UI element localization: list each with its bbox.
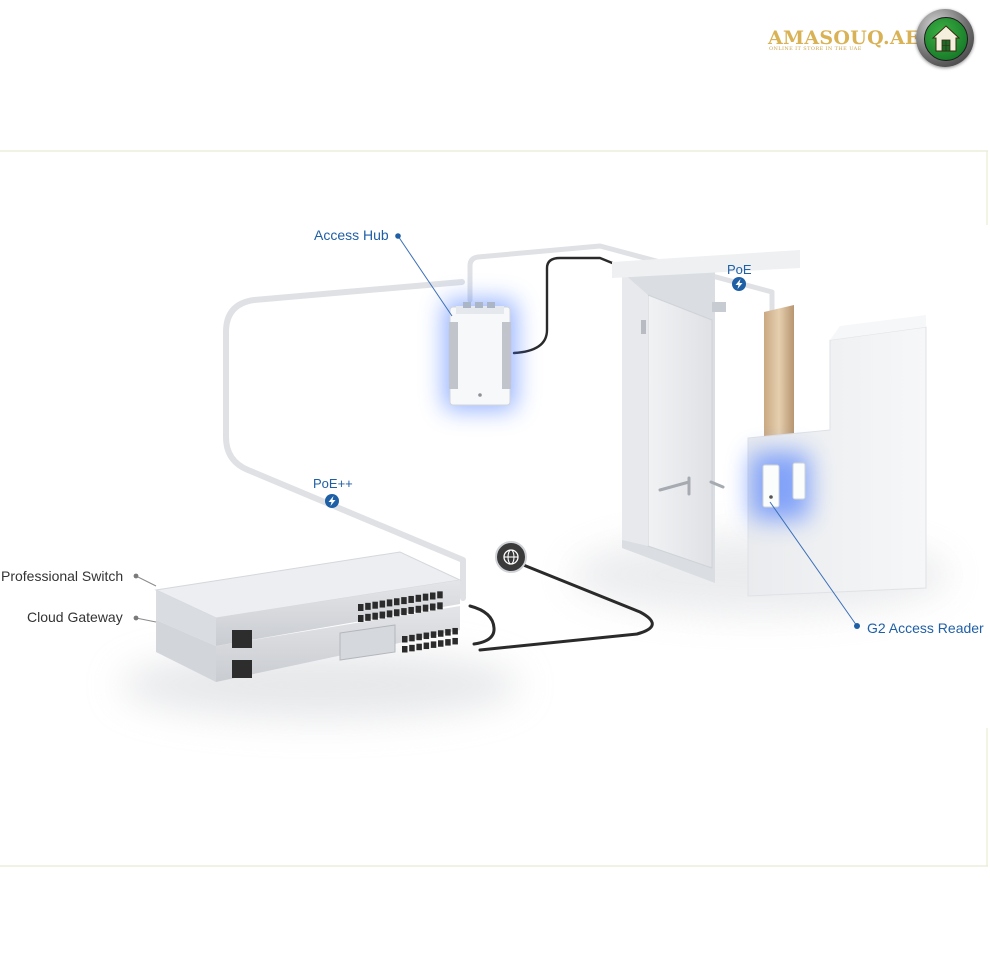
poe-label: PoE [727, 262, 752, 277]
port [438, 640, 444, 647]
port [358, 615, 364, 622]
port [430, 604, 436, 611]
door-panel [648, 295, 712, 568]
port [452, 628, 458, 635]
lightning-bolt-icon [732, 277, 746, 291]
port [452, 638, 458, 645]
port [424, 643, 430, 650]
access-hub-device [444, 300, 516, 410]
poe-plus-cable [226, 282, 463, 598]
port [416, 644, 422, 651]
wood-jamb [764, 305, 794, 450]
port [445, 629, 451, 636]
port [372, 613, 378, 620]
port [358, 604, 364, 611]
port [402, 636, 408, 643]
port [394, 598, 400, 605]
lightning-bolt-icon [325, 494, 339, 508]
g2-reader-device [763, 465, 779, 507]
port [402, 646, 408, 653]
port [408, 607, 414, 614]
port [437, 602, 443, 609]
port [365, 603, 371, 610]
port [438, 630, 444, 637]
port [365, 614, 371, 621]
globe-icon [496, 542, 526, 572]
port [431, 631, 437, 638]
port [401, 608, 407, 615]
port [423, 605, 429, 612]
door-assembly [612, 250, 926, 596]
patch-cable [470, 606, 494, 644]
port [401, 597, 407, 604]
port [387, 599, 393, 606]
port [445, 639, 451, 646]
port [380, 601, 386, 608]
port [380, 612, 386, 619]
g2-access-reader-label: G2 Access Reader [867, 620, 984, 636]
port [430, 593, 436, 600]
port [424, 633, 430, 640]
poe-plus-label: PoE++ [313, 476, 353, 491]
port [431, 641, 437, 648]
professional-switch-label: Professional Switch [1, 568, 123, 584]
door-side [622, 272, 648, 546]
port [372, 602, 378, 609]
cloud-gateway-label: Cloud Gateway [27, 609, 123, 625]
port [394, 609, 400, 616]
port [416, 634, 422, 641]
port [423, 594, 429, 601]
port [408, 596, 414, 603]
port [416, 595, 422, 602]
access-hub-label: Access Hub [314, 227, 389, 243]
port [409, 635, 415, 642]
port [409, 645, 415, 652]
port [387, 610, 393, 617]
port [437, 591, 443, 598]
port [416, 606, 422, 613]
